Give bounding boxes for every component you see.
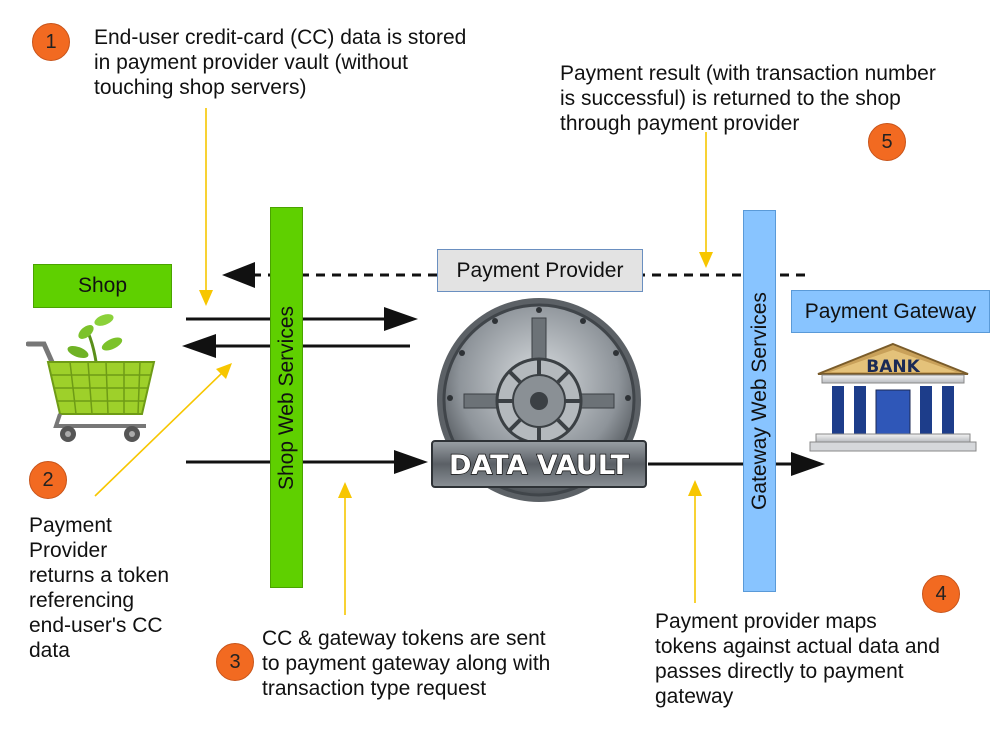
shop-to-vault-arrowhead — [384, 307, 418, 331]
note-1-line: End-user credit-card (CC) data is stored — [94, 26, 467, 49]
pointer-2-head — [216, 363, 232, 379]
note-step-3: CC & gateway tokens are sent to payment … — [262, 626, 550, 701]
note-5-line: through payment provider — [560, 112, 800, 135]
note-4-line: tokens against actual data and — [655, 635, 940, 658]
data-vault-icon: DATA VAULT — [431, 298, 647, 502]
pointer-3-head — [338, 482, 352, 498]
step-5-badge: 5 — [868, 123, 906, 161]
step-3-badge: 3 — [216, 643, 254, 681]
pointer-2-line — [94, 372, 223, 497]
step-4-badge: 4 — [922, 575, 960, 613]
vault-label: DATA VAULT — [449, 450, 630, 481]
note-step-2: Payment Provider returns a token referen… — [29, 513, 169, 663]
vault-to-gateway-arrowhead — [791, 452, 825, 476]
shop-web-services-bar: Shop Web Services — [270, 207, 303, 588]
step-1-badge: 1 — [32, 23, 70, 61]
note-3-line: CC & gateway tokens are sent — [262, 627, 546, 650]
note-step-5: Payment result (with transaction number … — [560, 61, 936, 136]
step-2-badge: 2 — [29, 461, 67, 499]
note-5-line: is successful) is returned to the shop — [560, 87, 901, 110]
note-2-line: data — [29, 639, 70, 662]
payment-gateway-box: Payment Gateway — [791, 290, 990, 333]
note-2-line: Payment — [29, 514, 112, 537]
pointer-1-head — [199, 290, 213, 306]
note-4-line: passes directly to payment — [655, 660, 904, 683]
note-2-line: referencing — [29, 589, 135, 612]
payment-provider-box: Payment Provider — [437, 249, 643, 292]
note-step-1: End-user credit-card (CC) data is stored… — [94, 25, 466, 100]
shop-to-vault-lower-arrowhead — [394, 450, 428, 474]
pointer-5-head — [699, 252, 713, 268]
gateway-web-services-label: Gateway Web Services — [747, 292, 771, 510]
bank-icon: BANK — [809, 342, 977, 452]
note-1-line: touching shop servers) — [94, 76, 307, 99]
note-step-4: Payment provider maps tokens against act… — [655, 609, 940, 709]
shopping-cart-icon — [26, 314, 156, 442]
pointer-4-head — [688, 480, 702, 496]
note-3-line: to payment gateway along with — [262, 652, 551, 675]
note-5-line: Payment result (with transaction number — [560, 62, 936, 85]
gateway-web-services-bar: Gateway Web Services — [743, 210, 776, 592]
note-4-line: Payment provider maps — [655, 610, 877, 633]
return-arrowhead — [222, 262, 255, 288]
note-4-line: gateway — [655, 685, 734, 708]
vault-to-shop-arrowhead — [182, 334, 216, 358]
note-1-line: in payment provider vault (without — [94, 51, 408, 74]
note-2-line: returns a token — [29, 564, 170, 587]
shop-web-services-label: Shop Web Services — [274, 305, 298, 490]
note-3-line: transaction type request — [262, 677, 487, 700]
shop-box: Shop — [33, 264, 172, 308]
note-2-line: end-user's CC — [29, 614, 163, 637]
note-2-line: Provider — [29, 539, 108, 562]
bank-label: BANK — [866, 357, 920, 377]
